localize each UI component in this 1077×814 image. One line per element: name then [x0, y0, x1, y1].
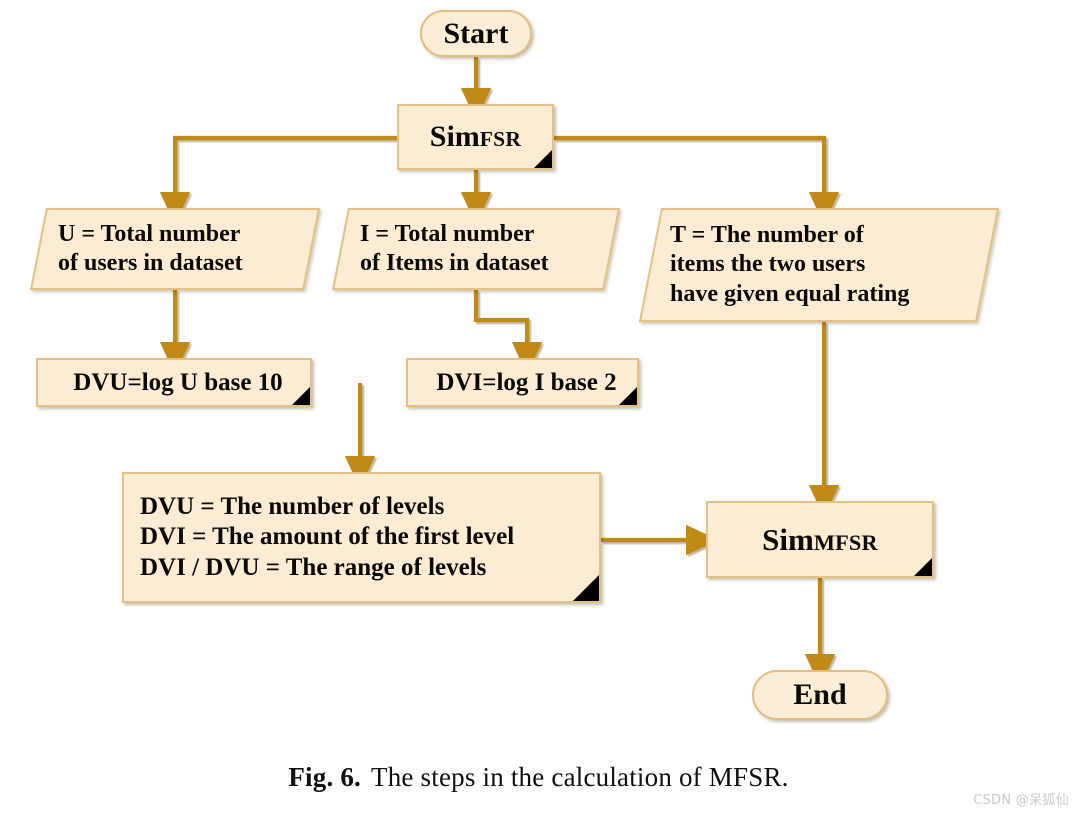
figure-caption: Fig. 6. The steps in the calculation of M… — [0, 762, 1077, 793]
node-end[interactable]: End — [752, 670, 888, 720]
node-levels-line1: DVU = The number of levels — [140, 492, 445, 520]
figure-number: Fig. 6. — [288, 762, 362, 792]
node-levels-line2: DVI = The amount of the first level — [140, 523, 515, 551]
node-users-line1: U = Total number — [58, 220, 241, 247]
node-levels[interactable]: DVU = The number of levels DVI = The amo… — [122, 472, 601, 603]
node-users-text: U = Total number of users in dataset — [38, 220, 312, 279]
node-items[interactable]: I = Total number of Items in dataset — [332, 208, 620, 290]
node-equalrating-text: T = The number of items the two users ha… — [650, 221, 988, 309]
node-equalrating-line2: items the two users — [670, 251, 866, 278]
node-items-line1: I = Total number — [360, 220, 535, 247]
node-dvi[interactable]: DVI=log I base 2 — [406, 358, 639, 407]
node-simfsr-label-sub: FSR — [479, 127, 522, 151]
node-end-label: End — [793, 678, 847, 711]
node-simmfsr-label: SimMFSR — [708, 522, 932, 558]
node-dvu[interactable]: DVU=log U base 10 — [36, 358, 312, 407]
node-equalrating[interactable]: T = The number of items the two users ha… — [638, 208, 1000, 322]
node-start-label: Start — [443, 16, 509, 50]
edge-items-to-dvi — [473, 290, 543, 375]
node-simmfsr-label-sub: MFSR — [813, 529, 878, 555]
edge-simfsr-to-equalrating — [554, 135, 840, 225]
watermark: CSDN @呆狐仙 — [973, 793, 1069, 808]
node-simmfsr[interactable]: SimMFSR — [706, 501, 934, 578]
node-users-line2: of users in dataset — [58, 250, 243, 276]
node-levels-line3: DVI / DVU = The range of levels — [140, 553, 487, 581]
edge-simfsr-to-users — [159, 135, 397, 225]
node-dvu-label: DVU=log U base 10 — [73, 368, 283, 396]
node-simfsr-label-main: Sim — [429, 120, 480, 153]
node-levels-text: DVU = The number of levels DVI = The amo… — [140, 492, 599, 584]
node-equalrating-line1: T = The number of — [670, 222, 864, 249]
node-users[interactable]: U = Total number of users in dataset — [30, 208, 320, 290]
node-simmfsr-label-main: Sim — [762, 521, 814, 557]
node-equalrating-line3: have given equal rating — [670, 280, 910, 307]
node-simfsr[interactable]: SimFSR — [397, 104, 554, 170]
node-dvi-label: DVI=log I base 2 — [436, 368, 617, 396]
node-items-line2: of Items in dataset — [360, 250, 549, 276]
node-simfsr-label: SimFSR — [399, 120, 552, 154]
figure-caption-text: The steps in the calculation of MFSR. — [371, 762, 789, 792]
node-start[interactable]: Start — [420, 10, 532, 57]
node-items-text: I = Total number of Items in dataset — [340, 220, 612, 279]
edge-group — [159, 57, 840, 687]
